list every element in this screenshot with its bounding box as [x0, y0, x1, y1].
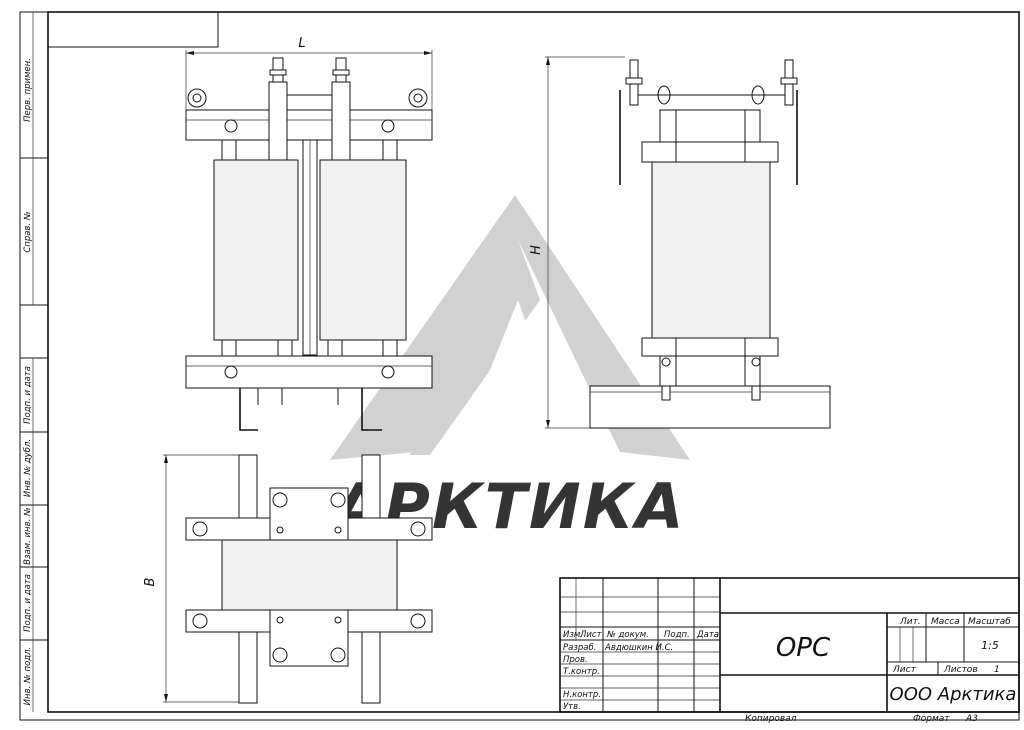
- front-view: L: [185, 36, 433, 431]
- tb-header-list: Лист: [579, 630, 603, 640]
- tb-header-doc-no: № докум.: [606, 630, 649, 640]
- dimension-length: L: [298, 36, 305, 51]
- title-block: Изм. Лист № докум. Подп. Дата Разраб. Ав…: [559, 577, 1020, 713]
- tb-header-date: Дата: [696, 630, 719, 640]
- tb-row-nkontr: Н.контр.: [563, 690, 601, 700]
- top-left-stamp-box: [47, 11, 219, 48]
- tb-lit-label: Лит.: [899, 617, 921, 627]
- top-view: B: [143, 454, 433, 704]
- strip-label-perv: Перв. примен.: [23, 58, 33, 122]
- tb-designation: ОРС: [776, 633, 831, 663]
- strip-label-inv-podl: Инв. № подл.: [23, 647, 33, 706]
- dimension-height: H: [529, 245, 544, 255]
- tb-scale-value: 1:5: [981, 639, 999, 652]
- footer-format-value: А3: [965, 714, 978, 724]
- side-base: [589, 385, 831, 429]
- strip-label-sprav: Справ. №: [23, 211, 33, 253]
- foot-right: [361, 388, 382, 431]
- foot-left: [239, 388, 258, 431]
- footer-format-label: Формат: [913, 714, 950, 724]
- inner-frame: [47, 11, 1020, 713]
- tb-row-prov: Пров.: [563, 655, 588, 665]
- tb-razrab-name: Авдюшкин И.С.: [604, 643, 673, 653]
- tb-sheet-label: Лист: [892, 665, 917, 675]
- strip-label-vzam: Взам. инв. №: [23, 507, 33, 565]
- tb-sheets-value: 1: [994, 665, 1000, 675]
- tb-mass-label: Масса: [931, 617, 960, 627]
- footer-copied: Копировал: [745, 714, 797, 724]
- tb-scale-label: Масштаб: [968, 617, 1011, 627]
- strip-label-inv-dubl: Инв. № дубл.: [23, 439, 33, 497]
- top-view-core: [221, 539, 398, 611]
- side-coil: [651, 161, 771, 339]
- side-strip: Перв. примен. Справ. № Подп. и дата Инв.…: [20, 12, 48, 712]
- strip-label-podp-1: Подп. и дата: [23, 366, 33, 424]
- tb-header-sign: Подп.: [664, 630, 690, 640]
- side-view: H: [529, 56, 831, 429]
- tb-header-izm: Изм.: [563, 630, 583, 640]
- tb-row-utv: Утв.: [563, 702, 581, 712]
- top-yoke-clamp: [185, 109, 433, 141]
- bottom-yoke-clamp: [185, 355, 433, 389]
- tb-sheets-label: Листов: [943, 665, 978, 675]
- coil-right: [319, 159, 407, 341]
- strip-label-podp-2: Подп. и дата: [23, 574, 33, 632]
- dimension-width: B: [143, 577, 158, 586]
- tb-company: ООО Арктика: [890, 684, 1017, 705]
- side-top-clamp: [641, 141, 779, 163]
- tb-row-razrab: Разраб.: [563, 643, 596, 653]
- coil-left: [213, 159, 299, 341]
- tb-row-tkontr: Т.контр.: [563, 667, 600, 677]
